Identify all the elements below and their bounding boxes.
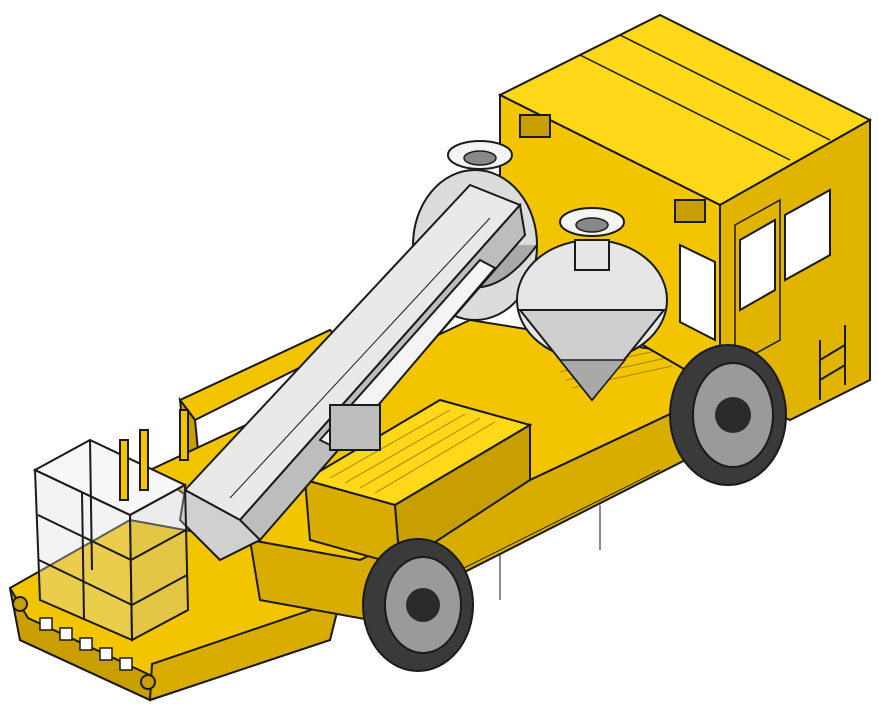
- deck-posts: [119, 409, 189, 501]
- front-wheel: [669, 344, 787, 486]
- rear-wheel: [362, 538, 474, 672]
- front-tank: [516, 207, 668, 402]
- boom-arm: [178, 183, 527, 562]
- work-basket: [32, 438, 190, 642]
- grated-box: [302, 398, 533, 567]
